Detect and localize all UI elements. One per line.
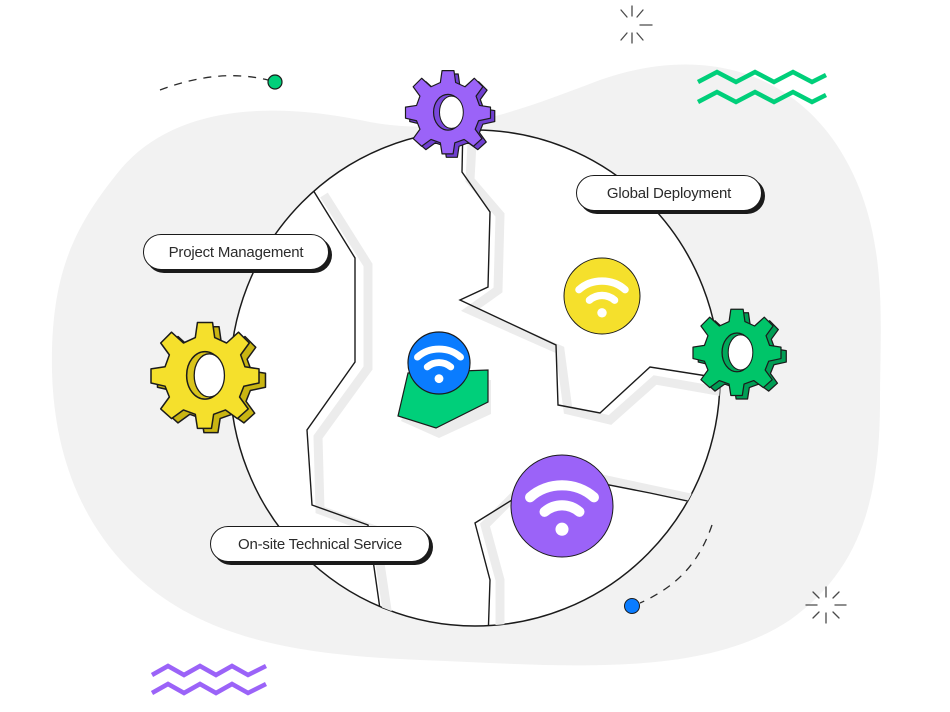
zigzag-bottom-purple [150,663,268,696]
global-deployment-label: Global Deployment [576,175,762,211]
purple-wifi-node [510,454,614,558]
gear-right-green-icon [692,308,787,400]
blue-dot [624,598,640,614]
center-hub-node [397,331,491,438]
sparkle-bottom-icon [805,586,847,624]
green-dot [267,74,283,90]
onsite-technical-service-label: On-site Technical Service [210,526,430,562]
gear-left-yellow-icon [150,321,267,434]
sparkle-top-icon [620,5,653,44]
yellow-wifi-node [563,257,641,335]
gear-top-purple-icon [404,70,496,158]
dashed-arc-bottom [639,524,713,604]
zigzag-top-green [696,69,828,105]
project-management-label: Project Management [143,234,329,270]
